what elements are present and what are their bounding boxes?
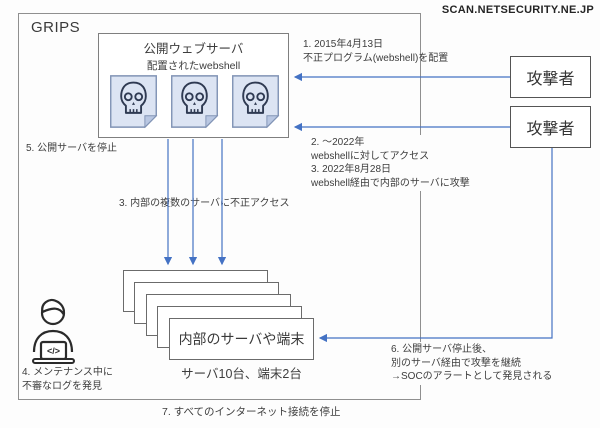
internal-servers-label: 内部のサーバや端末 — [178, 331, 305, 347]
step6-line3: →SOCのアラートとして発見される — [391, 371, 553, 382]
step2-line1: 2. ～2022年 — [311, 137, 365, 148]
laptop-code-glyph: </> — [47, 346, 60, 356]
step4-line2: 不審なログを発見 — [22, 380, 102, 392]
webshell-caption: 配置されたwebshell — [146, 60, 241, 72]
internal-servers-count-caption: サーバ10台、端末2台 — [181, 367, 302, 381]
step5-note: 5. 公開サーバを停止 — [26, 143, 118, 154]
web-server-title: 公開ウェブサーバ — [143, 42, 244, 56]
step2-3-note: 2. ～2022年 webshellに対してアクセス 3. 2022年8月28日… — [309, 135, 472, 191]
step1-note: 1. 2015年4月13日 不正プログラム(webshell)を配置 — [303, 38, 448, 65]
step1-line2: 不正プログラム(webshell)を配置 — [303, 52, 449, 64]
skull-webshell-icon — [110, 75, 158, 129]
attacker-box-bottom: 攻撃者 — [510, 106, 591, 148]
step6-note: 6. 公開サーバ停止後、 別のサーバ経由で攻撃を継続 →SOCのアラートとして発… — [389, 342, 555, 385]
step3-internal-note: 3. 内部の複数のサーバに不正アクセス — [119, 198, 290, 209]
internal-server-box-front: 内部のサーバや端末 — [169, 318, 314, 360]
step1-line1: 1. 2015年4月13日 — [303, 39, 384, 50]
webshell-icons-row — [108, 74, 281, 129]
step4-note: 4. メンテナンス中に 不審なログを発見 — [22, 366, 113, 393]
step7-note: 7. すべてのインターネット接続を停止 — [162, 406, 341, 418]
watermark: SCAN.NETSECURITY.NE.JP — [441, 4, 594, 16]
step6-line1: 6. 公開サーバ停止後、 — [391, 344, 493, 355]
step6-line2: 別のサーバ経由で攻撃を継続 — [391, 357, 521, 369]
attacker-label: 攻撃者 — [526, 121, 575, 138]
web-server-box: 公開ウェブサーバ 配置されたwebshell — [98, 33, 289, 138]
skull-webshell-icon — [232, 75, 280, 129]
step3-line2: webshell経由で内部のサーバに攻撃 — [311, 177, 470, 189]
attacker-label: 攻撃者 — [526, 71, 575, 88]
attacker-box-top: 攻撃者 — [510, 56, 591, 98]
step3-line1: 3. 2022年8月28日 — [311, 164, 392, 175]
skull-webshell-icon — [171, 75, 219, 129]
maintenance-person-icon: </> — [32, 299, 75, 364]
grips-label: GRIPS — [31, 19, 81, 36]
step4-line1: 4. メンテナンス中に — [22, 367, 113, 378]
step2-line2: webshellに対してアクセス — [311, 150, 430, 162]
